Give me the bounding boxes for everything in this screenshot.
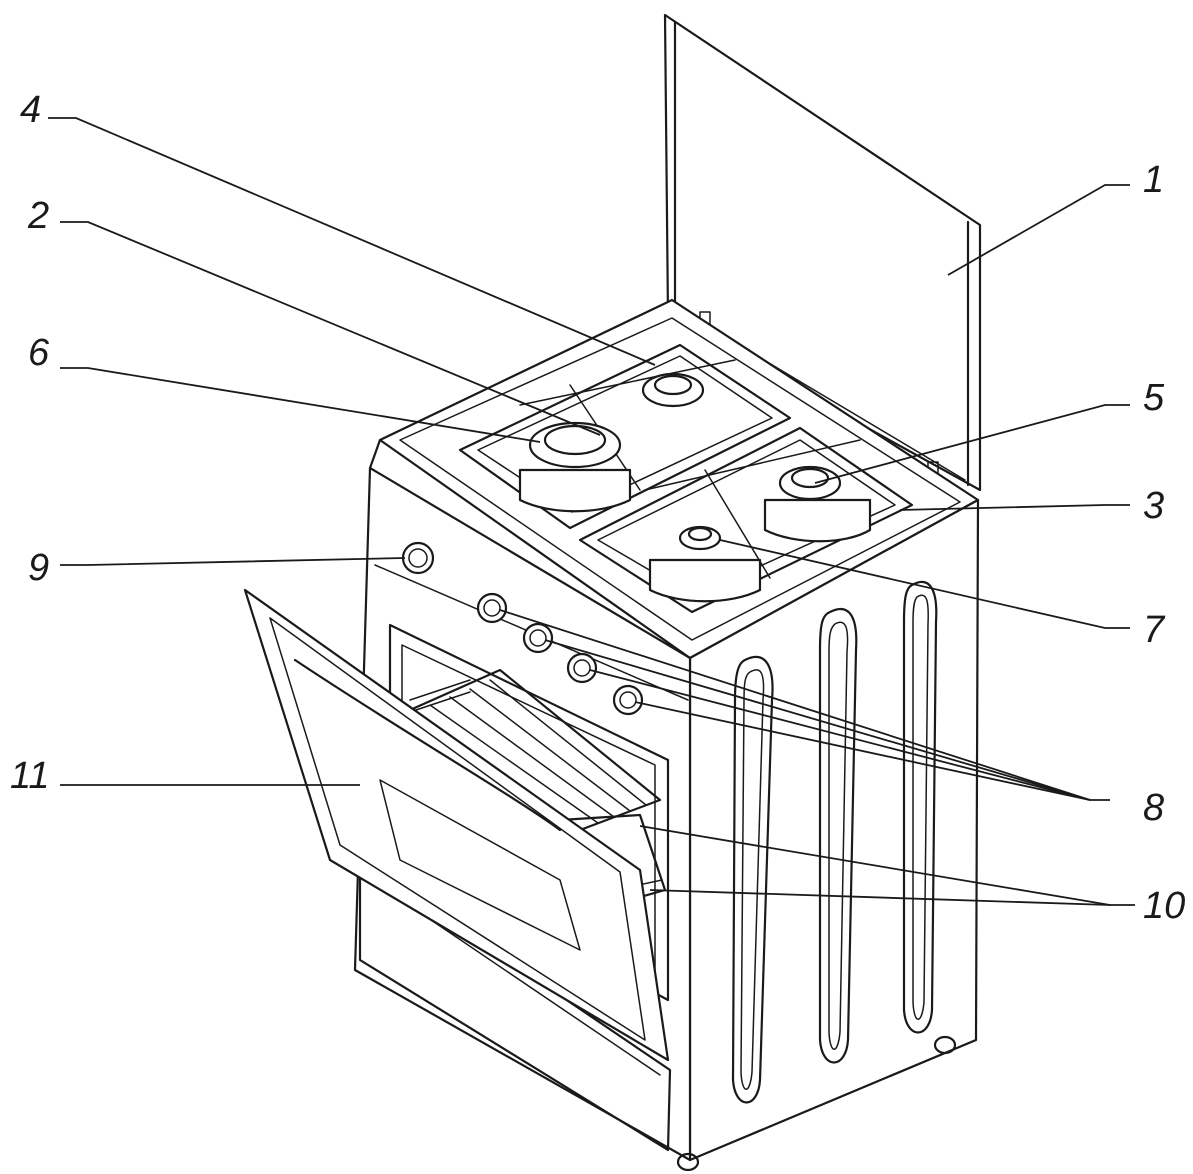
burner-large — [518, 421, 632, 513]
burner-right — [763, 465, 872, 543]
label-1: 1 — [1143, 159, 1164, 201]
label-8: 8 — [1143, 787, 1164, 829]
burner-rear — [641, 372, 705, 408]
label-7: 7 — [1143, 609, 1166, 651]
oven-door — [243, 588, 670, 1062]
label-11: 11 — [10, 755, 49, 797]
label-6: 6 — [28, 332, 50, 374]
burner-small — [648, 525, 762, 603]
control-knobs — [401, 541, 644, 716]
label-10: 10 — [1143, 885, 1185, 927]
label-4: 4 — [20, 89, 41, 131]
label-5: 5 — [1143, 377, 1165, 419]
label-2: 2 — [27, 195, 49, 237]
side-embossing — [731, 580, 938, 1104]
leader-lines — [48, 117, 1135, 906]
label-9: 9 — [28, 547, 49, 589]
part-labels: 1 2 3 4 5 6 7 8 9 10 11 — [10, 89, 1185, 927]
oven-rack — [408, 668, 662, 832]
label-3: 3 — [1143, 485, 1164, 527]
